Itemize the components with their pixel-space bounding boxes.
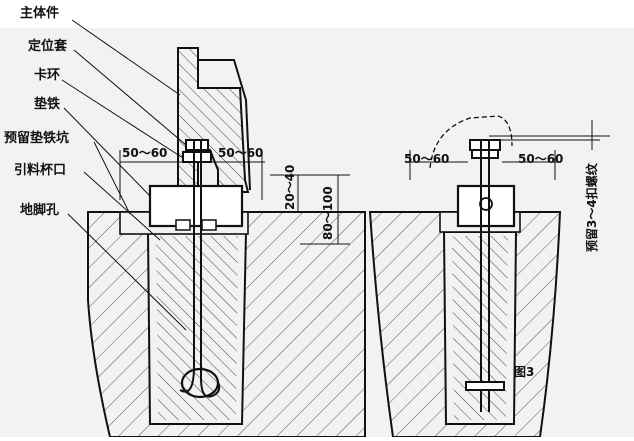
dim-height-grout: 80～100 [321,186,335,240]
callout-snap-ring: 卡环 [34,67,60,83]
dim-thread-allowance: 预留3～4扣螺纹 [584,162,599,252]
left-grout-fill [156,236,238,420]
left-view [87,47,366,438]
callout-leaders [61,19,187,331]
dim-height-shim: 20～40 [283,165,297,210]
callout-main-body: 主体件 [20,5,59,21]
top-margin [0,0,634,28]
callout-bolt-hole: 地脚孔 [20,202,59,218]
right-view [368,115,610,438]
left-nut [182,151,212,163]
callout-grout-cup: 引料杯口 [14,162,66,178]
dim-left-gap-right: 50～60 [218,146,263,160]
left-nut-top [185,139,209,151]
right-body-outline [429,115,513,169]
callout-shim: 垫铁 [34,96,60,112]
dim-right-gap-left: 50～60 [404,152,449,166]
dim-left-gap-left: 50～60 [122,146,167,160]
right-anchor-plate [465,381,505,391]
callout-shim-pit: 预留垫铁坑 [4,130,69,146]
callout-locating-sleeve: 定位套 [27,38,68,54]
left-locating-sleeve [148,184,244,228]
figure-label: 图3 [514,365,534,379]
dim-right-gap-right: 50～60 [518,152,563,166]
